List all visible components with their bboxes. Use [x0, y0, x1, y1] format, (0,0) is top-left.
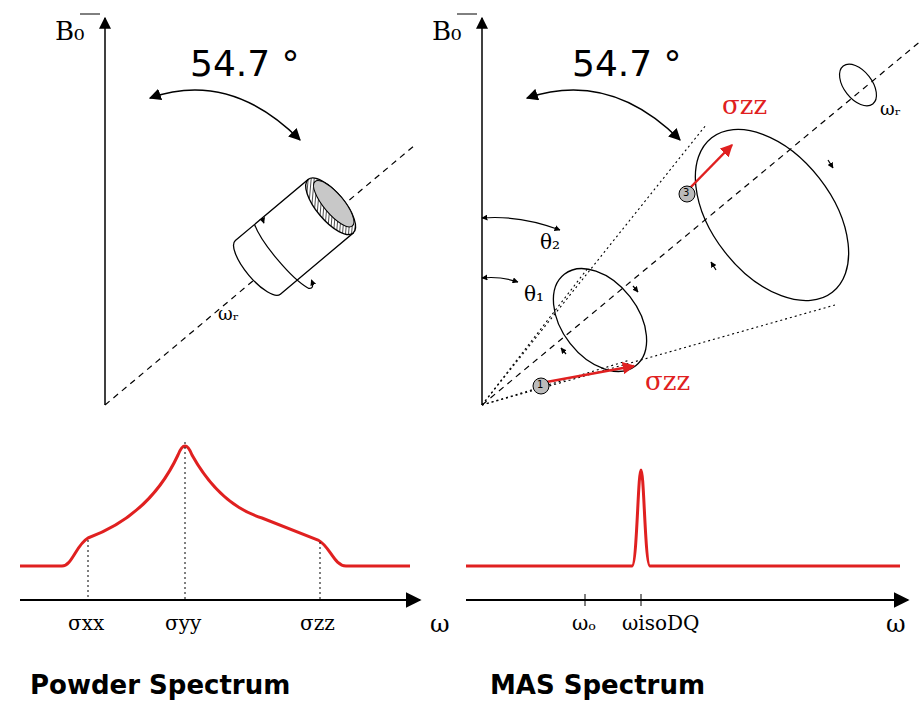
angle-label: θ₁	[524, 284, 544, 304]
axis-tick-label: σxx	[68, 613, 104, 633]
spectrum-title: Powder Spectrum	[30, 672, 290, 698]
spin-rate: ωᵣ	[218, 305, 239, 323]
axis-tick-label: σzz	[300, 613, 335, 633]
spectrum-title: MAS Spectrum	[490, 672, 705, 698]
magic-angle: 54.7 °	[190, 46, 300, 82]
magic-angle: 54.7 °	[572, 46, 682, 82]
spin-rate: ωᵣ	[880, 100, 901, 118]
callout-number: 3	[683, 188, 689, 198]
axis-tick-label: ωₒ	[572, 613, 596, 633]
tensor-component: σzz	[645, 368, 690, 394]
field-label: B₀	[55, 18, 85, 44]
field-label: B₀	[432, 18, 462, 44]
axis-tick-label: σyy	[165, 613, 201, 633]
axis-label: ω	[430, 612, 450, 636]
tensor-component: σzz	[722, 92, 767, 118]
callout-number: 1	[537, 380, 543, 390]
angle-label: θ₂	[540, 232, 560, 252]
axis-tick-label: ωisoDQ	[622, 613, 699, 633]
axis-label: ω	[886, 612, 906, 636]
